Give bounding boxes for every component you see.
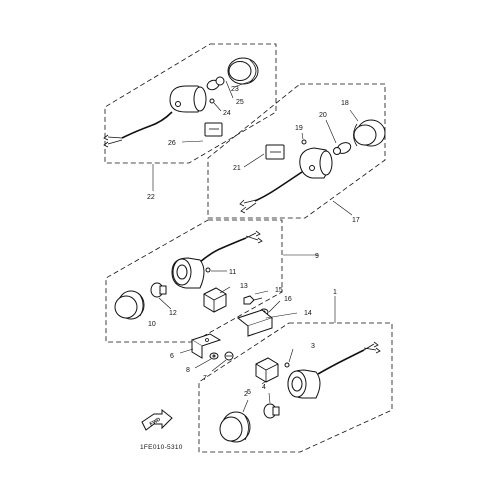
forward-arrow-label: FWD: [149, 416, 162, 427]
grommet-5[interactable]: [255, 357, 279, 383]
screw-11[interactable]: [205, 267, 211, 273]
part-number-1: 1: [333, 289, 337, 296]
lens-18[interactable]: [353, 119, 386, 147]
part-number-23: 23: [231, 86, 239, 93]
part-number-26: 26: [168, 140, 176, 147]
part-number-19: 19: [295, 125, 303, 132]
mounting-hardware: 13 15 16 14 6 8 7: [170, 283, 312, 382]
connector-terminals-17: [239, 199, 257, 214]
part-number-3: 3: [311, 343, 315, 350]
group-22-dashed-outline: [104, 43, 277, 164]
diagram-reference-code: 1FE010-5310: [140, 444, 183, 451]
connector-terminals-1: [363, 341, 381, 354]
wire-17: [254, 171, 303, 202]
flasher-housing-17[interactable]: [299, 147, 333, 179]
flasher-housing-22[interactable]: [169, 85, 207, 113]
flasher-housing-9[interactable]: [171, 257, 205, 289]
group-17-dashed-outline: [207, 83, 386, 219]
bolt-15[interactable]: [243, 295, 263, 305]
part-number-20: 20: [319, 112, 327, 119]
part-number-16: 16: [284, 296, 292, 303]
group-22-rear-left-flasher: 23 25 24 26 22: [103, 43, 277, 201]
bulb-25[interactable]: [206, 76, 225, 91]
bulb-4[interactable]: [263, 403, 280, 419]
forward-arrow-icon: FWD: [141, 408, 173, 431]
part-number-11: 11: [229, 269, 236, 276]
bulb-20[interactable]: [333, 141, 353, 156]
part-number-24: 24: [223, 110, 231, 117]
part-number-22: 22: [147, 194, 155, 201]
part-number-15: 15: [275, 287, 283, 294]
connector-terminals-9: [245, 230, 263, 244]
bracket-14[interactable]: [236, 309, 274, 337]
screw-24[interactable]: [209, 98, 215, 104]
screw-3[interactable]: [284, 362, 290, 368]
lens-10[interactable]: [114, 290, 145, 320]
bolt-7[interactable]: [224, 351, 234, 361]
part-number-10: 10: [148, 321, 156, 328]
part-number-18: 18: [341, 100, 349, 107]
grommet-26[interactable]: [204, 122, 223, 137]
washer-8[interactable]: [209, 352, 219, 360]
part-number-6: 6: [170, 353, 174, 360]
bulb-12[interactable]: [150, 282, 167, 298]
group-17-rear-right-flasher: 18 20 19 21 17: [207, 83, 386, 224]
part-number-17: 17: [352, 217, 360, 224]
grommet-21[interactable]: [265, 144, 285, 160]
wire-9: [199, 237, 247, 263]
part-number-25: 25: [236, 99, 244, 106]
part-number-7: 7: [203, 375, 207, 382]
part-number-5: 5: [247, 389, 251, 396]
group-9-front-left-flasher: 11 12 10 9: [105, 219, 319, 343]
lens-2[interactable]: [219, 411, 251, 443]
group-1-dashed-outline: [198, 322, 393, 453]
part-number-2: 2: [244, 391, 248, 398]
flasher-housing-1[interactable]: [287, 369, 321, 399]
part-number-12: 12: [169, 310, 177, 317]
part-number-8: 8: [186, 367, 190, 374]
connector-terminals-22: [103, 134, 123, 148]
wire-1: [317, 349, 365, 375]
part-number-13: 13: [240, 283, 248, 290]
part-number-21: 21: [233, 165, 241, 172]
lens-23[interactable]: [227, 57, 259, 85]
wire-22: [121, 111, 173, 139]
bracket-6[interactable]: [190, 333, 222, 359]
part-number-14: 14: [304, 310, 312, 317]
grommet-13[interactable]: [203, 287, 227, 313]
group-1-front-right-flasher: 3 1 5 4 2: [198, 289, 393, 453]
screw-19[interactable]: [301, 139, 307, 145]
part-number-4: 4: [262, 384, 266, 391]
part-number-9: 9: [315, 253, 319, 260]
